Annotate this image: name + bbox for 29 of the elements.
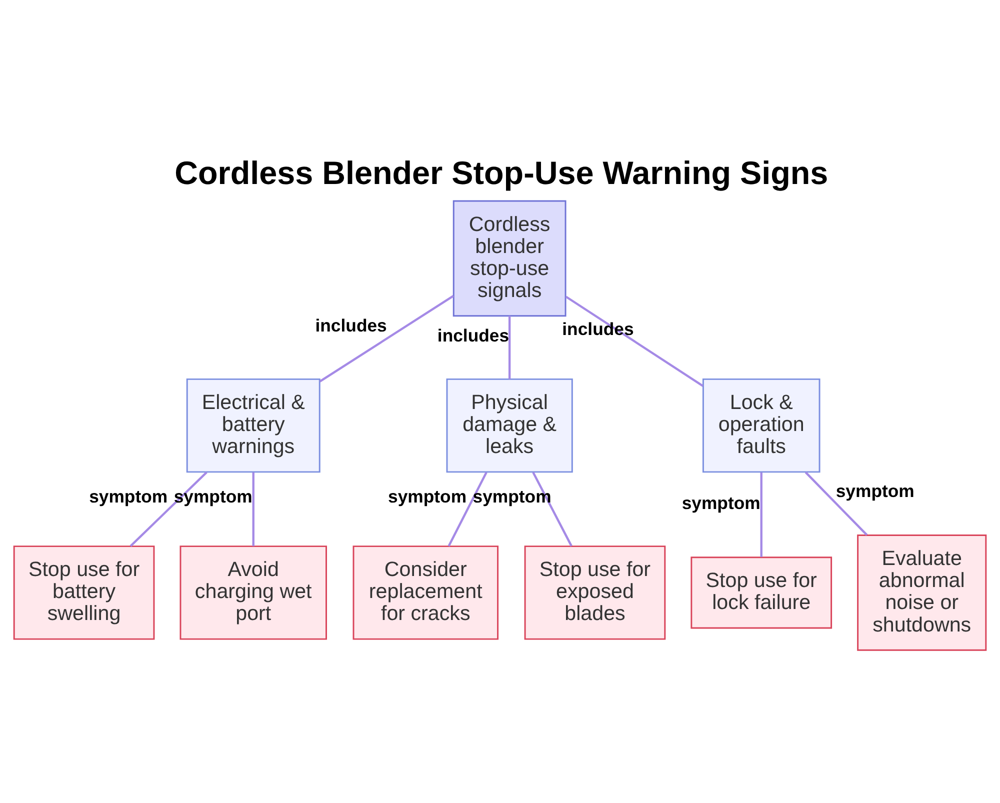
edge-label: symptom bbox=[836, 480, 914, 500]
edge-label: includes bbox=[437, 324, 510, 345]
node-box: Physical damage & leaks bbox=[446, 378, 573, 472]
connector bbox=[448, 471, 488, 546]
node-box: Evaluate abnormal noise or shutdowns bbox=[857, 534, 987, 650]
edge-label: symptom bbox=[682, 492, 760, 513]
connector bbox=[804, 471, 868, 536]
edge-label: symptom bbox=[174, 486, 252, 506]
node-box: Stop use for battery swelling bbox=[13, 545, 155, 640]
node-box: Avoid charging wet port bbox=[180, 545, 327, 640]
edge-label: symptom bbox=[472, 486, 552, 506]
edge-label: symptom bbox=[388, 486, 467, 506]
edge-label: symptom bbox=[89, 486, 168, 506]
connector bbox=[508, 315, 511, 379]
edge-label: includes bbox=[562, 318, 634, 338]
edge-label: includes bbox=[315, 315, 387, 336]
node-box: Stop use for exposed blades bbox=[524, 545, 666, 640]
node-box: Consider replacement for cracks bbox=[352, 545, 499, 640]
diagram-title: Cordless Blender Stop-Use Warning Signs bbox=[174, 154, 828, 191]
node-box: Electrical & battery warnings bbox=[186, 378, 320, 472]
connector bbox=[319, 294, 454, 382]
connector bbox=[130, 471, 208, 546]
connector bbox=[252, 472, 254, 546]
node-box: Cordless blender stop-use signals bbox=[452, 200, 566, 316]
node-box: Lock & operation faults bbox=[702, 378, 820, 472]
connector bbox=[532, 471, 572, 546]
connector bbox=[760, 472, 762, 556]
node-box: Stop use for lock failure bbox=[690, 556, 832, 628]
connector bbox=[565, 295, 704, 386]
